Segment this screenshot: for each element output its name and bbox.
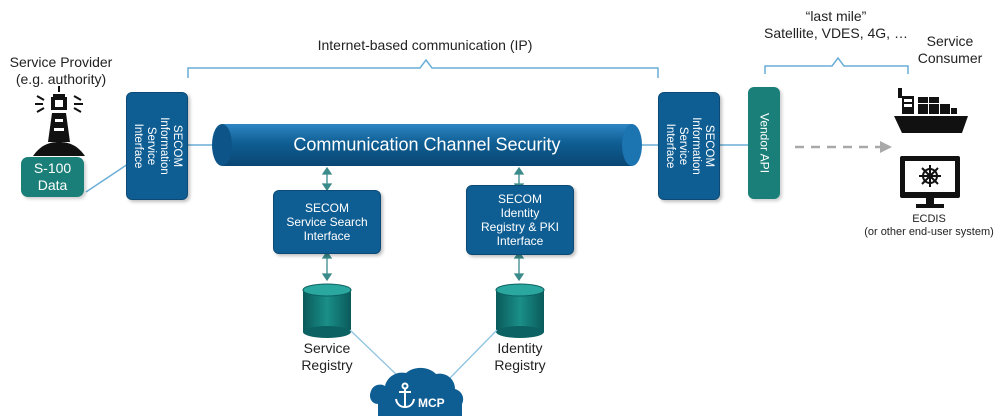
last-mile-title: “last mile” (805, 8, 867, 24)
ship-icon (894, 88, 968, 133)
secom-left-l2: Information (158, 117, 170, 175)
channel-pipe (212, 124, 642, 166)
secom-right-text: SECOM Information Service Interface (663, 117, 715, 175)
last-mile-bracket (764, 56, 909, 74)
secom-left-l4: Interface (132, 123, 144, 169)
identity-registry-label: Identity Registry (475, 340, 565, 374)
service-provider-label: Service Provider (e.g. authority) (2, 54, 120, 88)
identity-pki-text: SECOM Identity Registry & PKI Interface (467, 192, 573, 248)
last-mile-channels: Satellite, VDES, 4G, … (764, 25, 908, 41)
service-registry-cylinder (302, 283, 352, 338)
identity-registry-l1: Identity (497, 340, 543, 356)
secom-right-l1: SECOM (703, 124, 715, 168)
consumer-line1: Service (926, 33, 974, 49)
service-consumer-label: Service Consumer (905, 33, 995, 67)
lighthouse-icon (33, 86, 85, 156)
search-l2: Service Search (286, 215, 368, 229)
identity-l2: Identity (500, 206, 540, 220)
mcp-label: MCP (418, 396, 445, 410)
identity-registry-cylinder (495, 283, 545, 338)
search-registry-arrow (321, 250, 333, 282)
ecdis-label: ECDIS (or other end-user system) (858, 213, 1000, 239)
identity-l4: Interface (496, 234, 544, 248)
delivery-arrow (795, 141, 892, 153)
service-mcp-line (349, 329, 401, 379)
secom-left-interface: SECOM Information Service Interface (126, 92, 188, 200)
vendor-api-label: Vendor API (757, 112, 772, 174)
vendor-api-box: Vendor API (748, 87, 780, 199)
secom-left-l3: Service (145, 126, 157, 166)
secom-right-l3: Service (677, 126, 689, 166)
service-registry-label: Service Registry (282, 340, 372, 374)
channel-label: Communication Channel Security (293, 134, 561, 155)
secom-right-interface: SECOM Information Service Interface (658, 92, 720, 200)
identity-mcp-line (449, 329, 498, 379)
service-search-interface: SECOM Service Search Interface (273, 190, 381, 254)
secom-right-l2: Information (690, 117, 702, 175)
service-registry-l2: Registry (301, 357, 353, 373)
s100-data-box: S-100 Data (21, 157, 84, 197)
service-provider-title: Service Provider (9, 54, 113, 70)
s100-line1: S-100 (33, 160, 72, 176)
identity-l3: Registry & PKI (480, 220, 560, 234)
secom-left-text: SECOM Information Service Interface (131, 117, 183, 175)
internet-bracket (187, 58, 659, 78)
last-mile-label: “last mile” Satellite, VDES, 4G, … (748, 8, 924, 42)
search-l3: Interface (303, 229, 351, 243)
service-provider-subtitle: (e.g. authority) (15, 71, 107, 87)
identity-l1: SECOM (497, 192, 542, 206)
secom-left-l1: SECOM (171, 124, 183, 168)
service-registry-l1: Service (303, 340, 351, 356)
identity-pki-interface: SECOM Identity Registry & PKI Interface (466, 185, 574, 255)
identity-registry-arrow (513, 250, 525, 282)
ecdis-l2: (or other end-user system) (864, 226, 994, 238)
service-search-text: SECOM Service Search Interface (274, 201, 380, 243)
internet-label: Internet-based communication (IP) (317, 37, 533, 53)
s100-line2: Data (37, 177, 68, 193)
cloud-anchor-icon (369, 367, 464, 416)
consumer-line2: Consumer (917, 50, 983, 66)
ecdis-l1: ECDIS (912, 213, 946, 225)
channel-label-wrap: Communication Channel Security (222, 124, 632, 166)
identity-registry-l2: Registry (494, 357, 546, 373)
monitor-helm-icon (900, 156, 960, 208)
search-arrow (321, 166, 333, 192)
secom-right-l4: Interface (664, 123, 676, 169)
search-l1: SECOM (304, 201, 349, 215)
s100-connector (85, 163, 129, 193)
